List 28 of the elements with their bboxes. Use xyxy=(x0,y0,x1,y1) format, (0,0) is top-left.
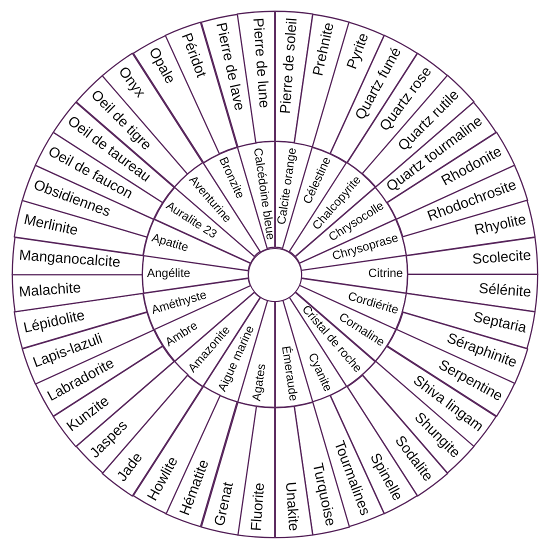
stone-name: Prehnite xyxy=(310,22,338,78)
ring-sector xyxy=(10,273,145,314)
stone-name: Péridot xyxy=(177,30,210,80)
stone-name: Septaria xyxy=(472,310,528,337)
stone-name: Opale xyxy=(144,44,178,87)
ring-sector xyxy=(405,236,540,276)
stone-name: Pierre de lave xyxy=(212,22,248,113)
stone-name: Pierre de soleil xyxy=(278,18,302,114)
stone-name: Apatite xyxy=(150,232,190,256)
stone-name: Scolecite xyxy=(472,248,532,269)
stone-name: Calcite orange xyxy=(275,146,300,226)
stone-name: Turquoise xyxy=(308,461,338,528)
stone-name: Malachite xyxy=(18,280,82,302)
stone-name: Merlinite xyxy=(22,212,80,240)
ring-sector xyxy=(274,404,314,539)
stone-name: Pierre de lune xyxy=(248,18,272,109)
stone-name: Pyrite xyxy=(344,30,373,72)
stone-name: Émeraude xyxy=(278,345,300,402)
stone-name: Agates xyxy=(250,363,269,402)
stone-name: Citrine xyxy=(368,268,403,282)
stone-name: Unakite xyxy=(282,481,302,532)
stone-name: Fluorite xyxy=(248,482,268,532)
stone-name: Calcédoine bleue xyxy=(250,146,277,241)
stone-name: Manganocalcite xyxy=(18,248,121,272)
stone-name: Lépidolite xyxy=(22,308,86,337)
stone-name: Sélénite xyxy=(478,280,532,302)
stone-name: Angélite xyxy=(146,268,190,282)
stone-name: Grenat xyxy=(212,480,238,528)
